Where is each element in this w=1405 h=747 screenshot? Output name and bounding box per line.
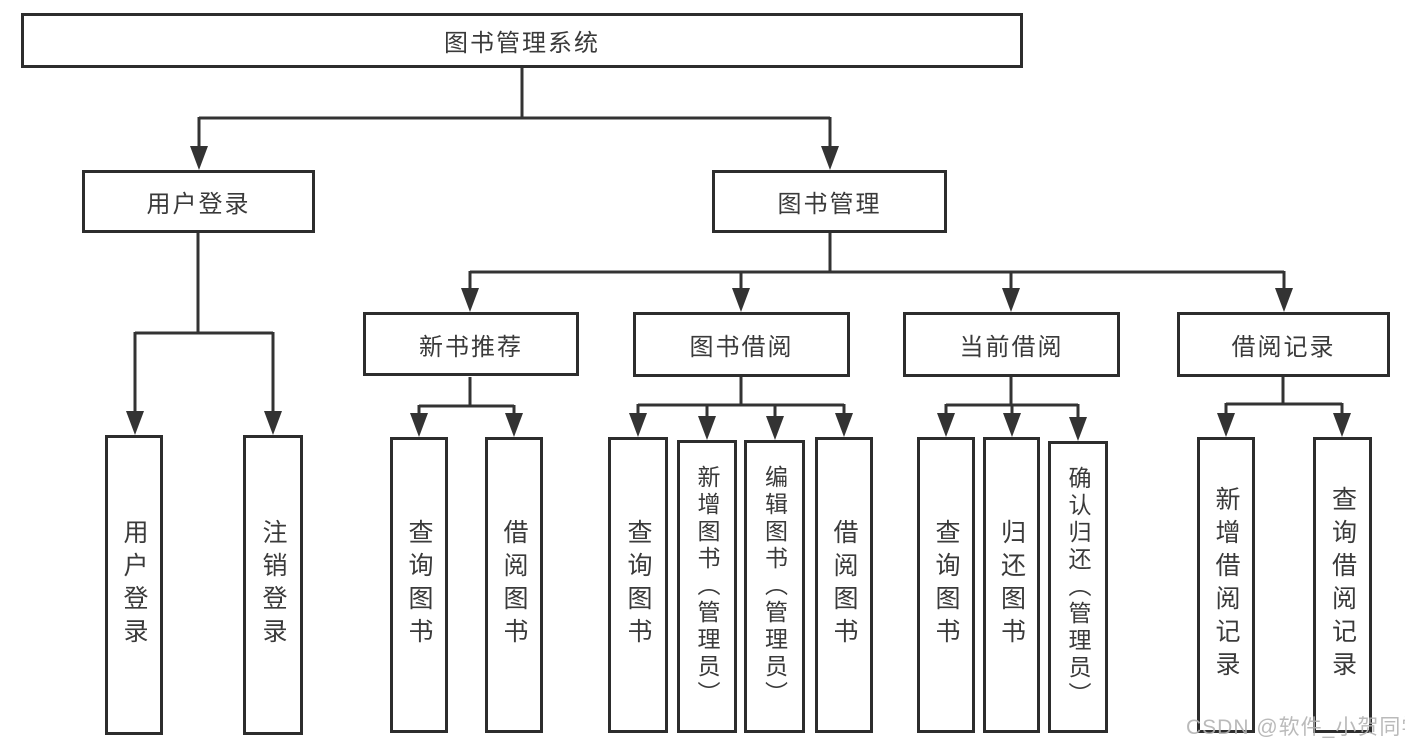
leaf-logout-label: 注销登录 xyxy=(259,519,287,651)
connector-user-login-children xyxy=(133,233,275,414)
node-root: 图书管理系统 xyxy=(21,13,1023,68)
node-book-borrow-label: 图书借阅 xyxy=(689,334,794,361)
leaf-query-borrow-record: 查询借阅记录 xyxy=(1313,437,1372,733)
node-current-borrow-label: 当前借阅 xyxy=(959,334,1064,361)
leaf-user-login: 用户登录 xyxy=(105,435,163,735)
leaf-edit-book-admin: 编辑图书（管理员） xyxy=(744,440,805,733)
node-book-borrow: 图书借阅 xyxy=(633,312,850,377)
node-user-login-label: 用户登录 xyxy=(146,191,251,218)
leaf-add-borrow-record: 新增借阅记录 xyxy=(1197,437,1255,733)
leaf-add-borrow-record-label: 新增借阅记录 xyxy=(1212,486,1240,684)
leaf-query-books-3-label: 查询图书 xyxy=(932,519,960,651)
node-current-borrow: 当前借阅 xyxy=(903,312,1120,377)
node-user-login: 用户登录 xyxy=(82,170,315,233)
leaf-borrow-books-1: 借阅图书 xyxy=(485,437,543,733)
connector-new-book-children xyxy=(417,377,516,416)
node-borrow-records: 借阅记录 xyxy=(1177,312,1390,377)
connector-root-to-level2 xyxy=(197,68,832,149)
leaf-logout: 注销登录 xyxy=(243,435,303,735)
leaf-user-login-label: 用户登录 xyxy=(120,519,148,651)
leaf-query-borrow-record-label: 查询借阅记录 xyxy=(1328,486,1357,684)
node-root-label: 图书管理系统 xyxy=(444,30,600,57)
connector-book-borrow-children xyxy=(636,377,846,419)
leaf-confirm-return-admin-label: 确认归还（管理员） xyxy=(1065,465,1091,709)
leaf-borrow-books-1-label: 借阅图书 xyxy=(500,519,528,651)
connector-current-borrow-children xyxy=(944,377,1080,420)
node-borrow-records-label: 借阅记录 xyxy=(1231,334,1336,361)
leaf-borrow-books-2-label: 借阅图书 xyxy=(830,519,858,651)
watermark: CSDN @软件_小贺同学 xyxy=(1186,716,1405,739)
leaf-confirm-return-admin: 确认归还（管理员） xyxy=(1048,441,1108,733)
leaf-return-book-label: 归还图书 xyxy=(997,519,1026,651)
node-book-management-label: 图书管理 xyxy=(777,191,882,218)
leaf-return-book: 归还图书 xyxy=(983,437,1040,733)
leaf-query-books-3: 查询图书 xyxy=(917,437,975,733)
leaf-query-books-1-label: 查询图书 xyxy=(405,519,433,651)
leaf-borrow-books-2: 借阅图书 xyxy=(815,437,873,733)
leaf-query-books-2: 查询图书 xyxy=(608,437,668,733)
connector-book-mgmt-to-level3 xyxy=(468,233,1286,291)
connector-borrow-records-children xyxy=(1224,377,1344,416)
leaf-add-book-admin: 新增图书（管理员） xyxy=(677,440,737,733)
leaf-add-book-admin-label: 新增图书（管理员） xyxy=(694,465,720,708)
leaf-query-books-1: 查询图书 xyxy=(390,437,448,733)
node-new-book-recommend-label: 新书推荐 xyxy=(419,333,523,361)
node-new-book-recommend: 新书推荐 xyxy=(363,312,579,376)
leaf-query-books-2-label: 查询图书 xyxy=(624,519,652,651)
leaf-edit-book-admin-label: 编辑图书（管理员） xyxy=(761,465,788,708)
node-book-management: 图书管理 xyxy=(712,170,947,233)
